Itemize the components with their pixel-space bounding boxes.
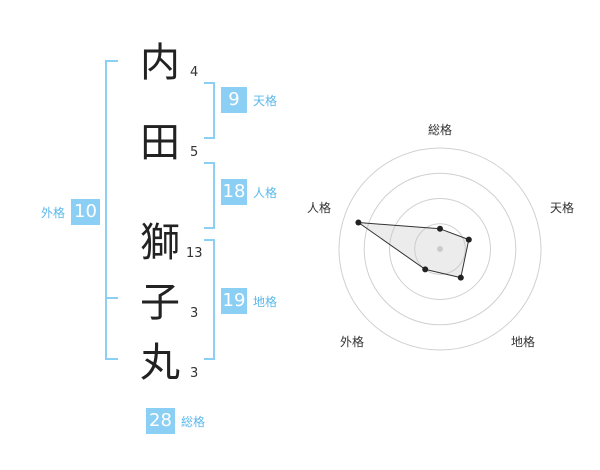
tenkaku-label: 天格 [253, 94, 278, 108]
name-char-5: 丸 [140, 340, 180, 386]
chikaku-bracket [204, 239, 215, 360]
name-char-2: 田 [140, 120, 180, 166]
jinkaku-bracket [204, 162, 215, 229]
gaikaku-value: 10 [71, 199, 100, 225]
stroke-count-5: 3 [190, 366, 199, 381]
chikaku-value: 19 [221, 288, 247, 314]
radar-axis-label-soukaku: 総格 [428, 123, 453, 137]
tenkaku-bracket [204, 82, 215, 139]
radar-axis-label-jinkaku: 人格 [307, 201, 332, 215]
radar-axis-label-tenkaku: 天格 [550, 201, 575, 215]
name-char-1: 内 [140, 40, 180, 86]
stroke-count-1: 4 [190, 65, 199, 80]
soukaku-label: 総格 [181, 415, 206, 429]
gaikaku-label: 外格 [41, 206, 66, 220]
tenkaku-value: 9 [221, 87, 247, 113]
soukaku-value: 28 [146, 408, 175, 434]
gaikaku-bracket [105, 60, 118, 360]
stroke-count-3: 13 [186, 246, 203, 261]
name-char-3: 獅 [140, 220, 180, 266]
jinkaku-value: 18 [221, 179, 247, 205]
jinkaku-label: 人格 [253, 186, 278, 200]
chikaku-label: 地格 [253, 295, 278, 309]
radar-axis-label-gaikaku: 外格 [340, 335, 365, 349]
name-char-4: 子 [140, 280, 180, 326]
radar-axis-label-chikaku: 地格 [511, 335, 536, 349]
stroke-count-4: 3 [190, 306, 199, 321]
stroke-count-2: 5 [190, 145, 199, 160]
